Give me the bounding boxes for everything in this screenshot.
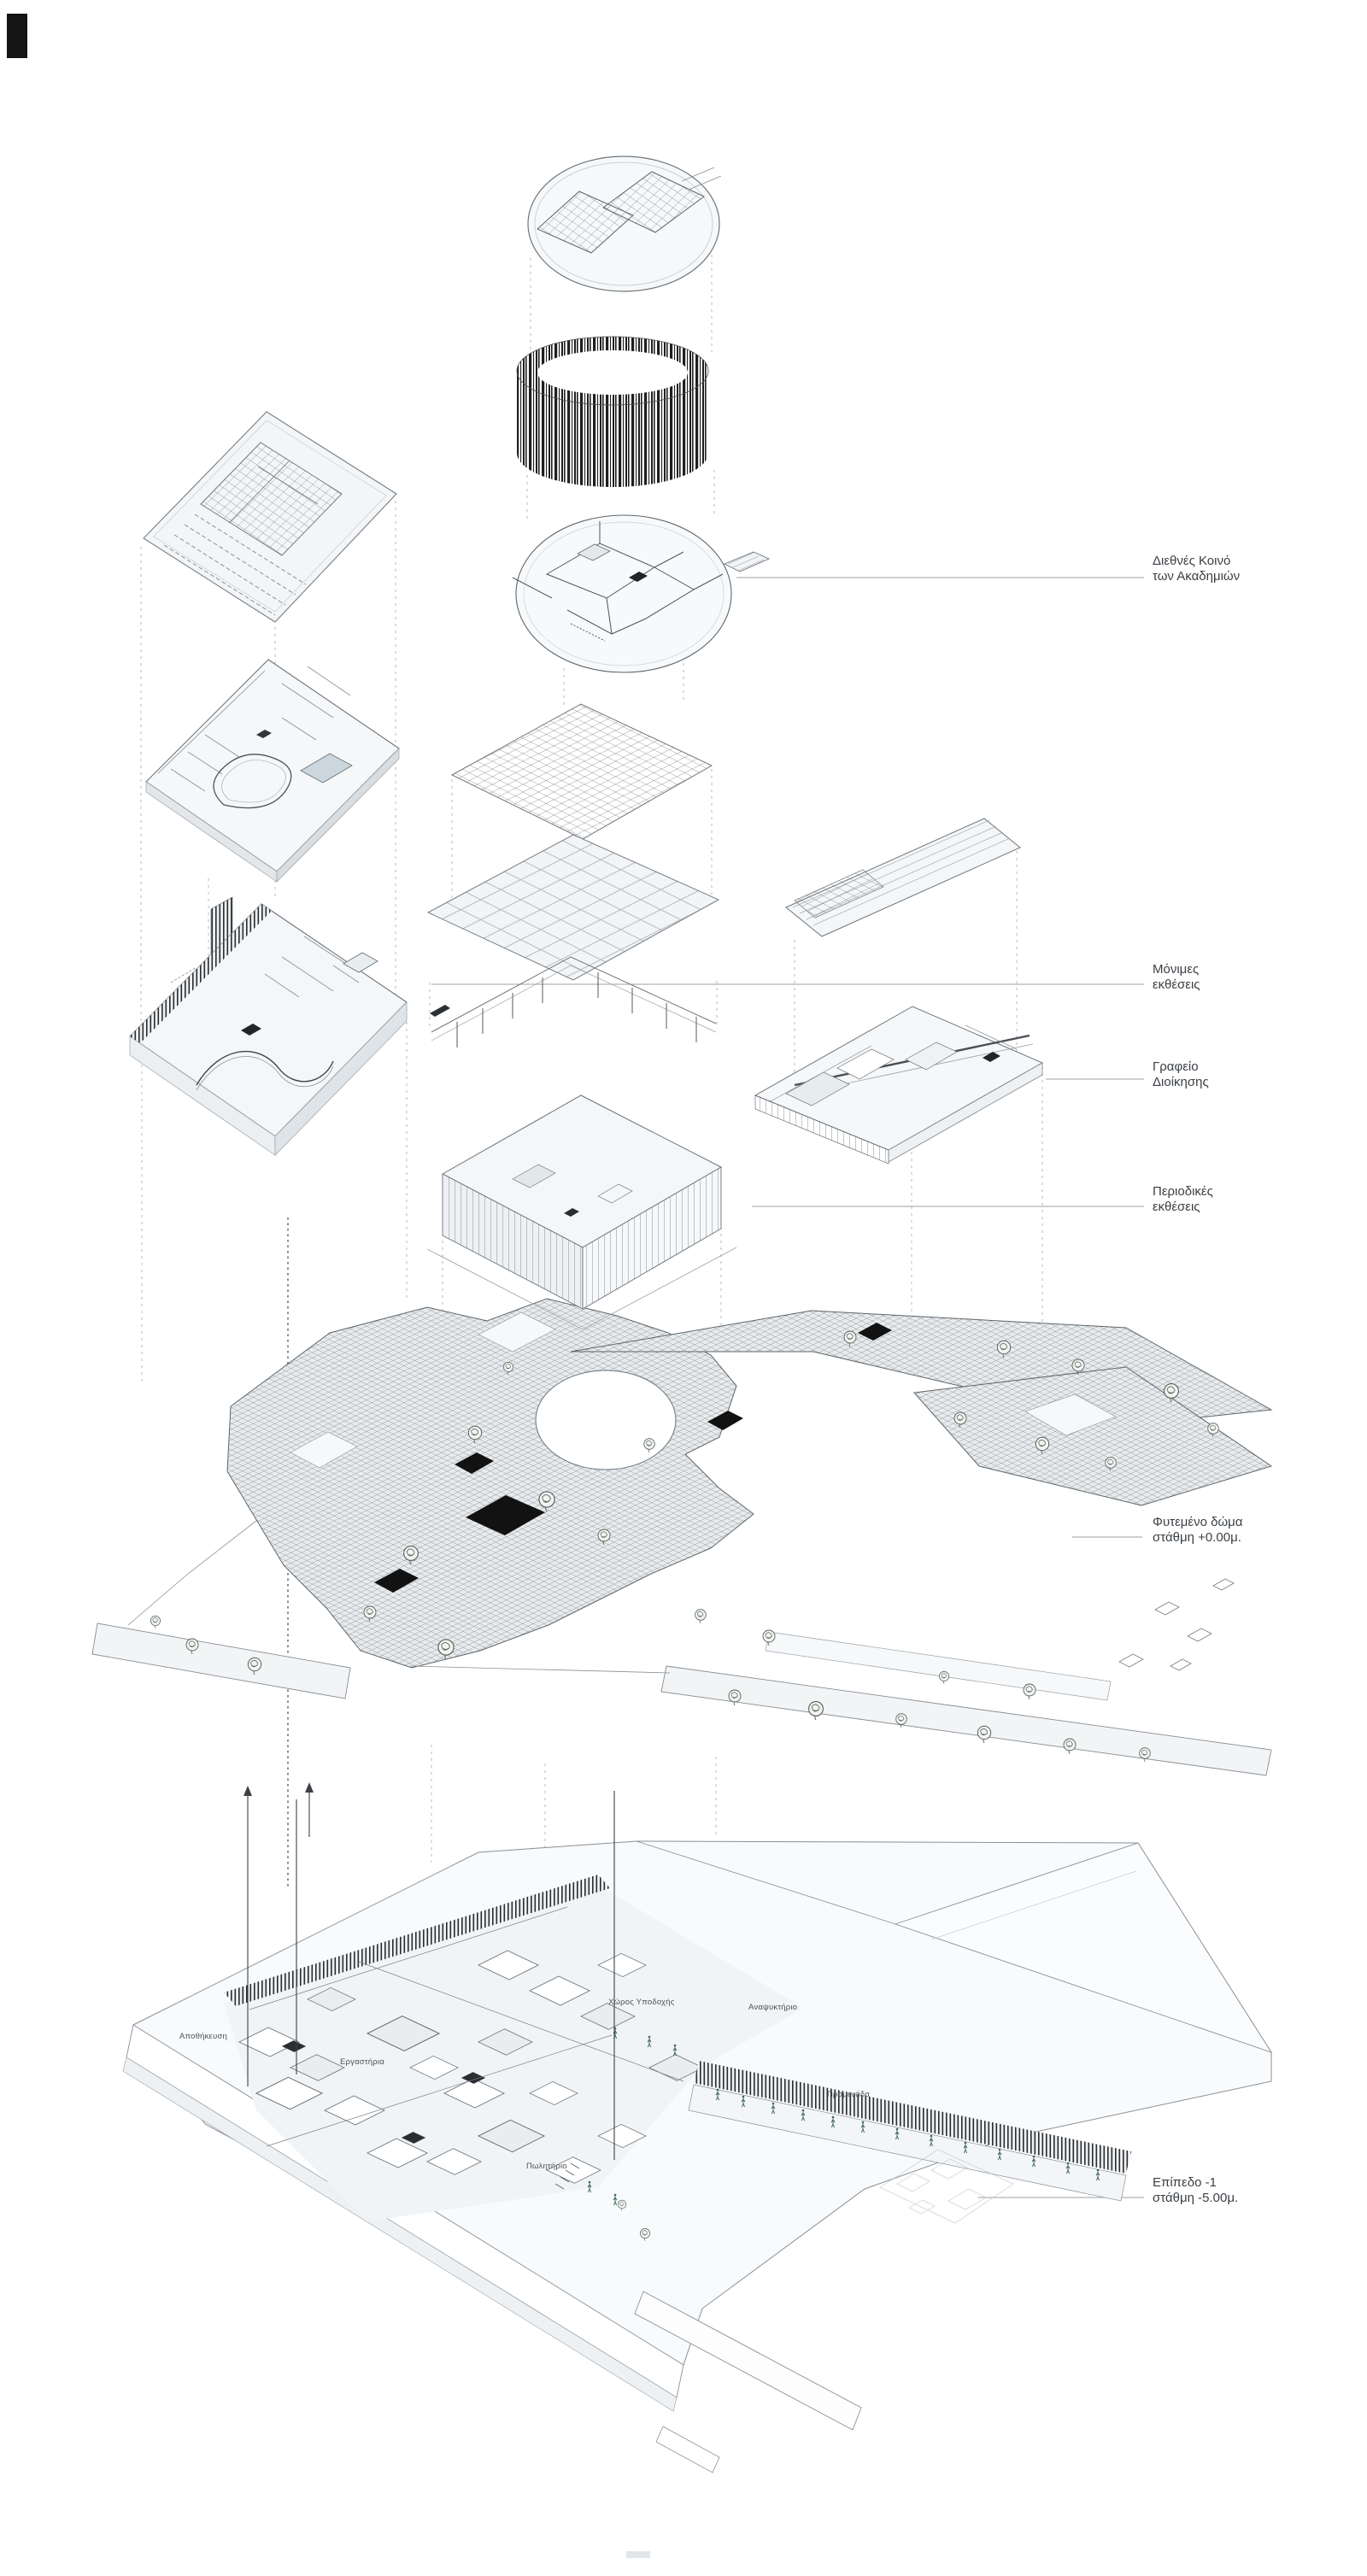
disc-skylight-2 — [602, 171, 705, 233]
ground-main-mass — [226, 1298, 754, 1669]
drum-opening — [537, 350, 688, 395]
pavilion-columns — [456, 972, 697, 1047]
promenade-wall-louver — [694, 2061, 1131, 2174]
left-level-2 — [145, 659, 400, 883]
linear-roof — [785, 818, 1021, 937]
circular-plan-level — [512, 514, 771, 673]
basement-stairs — [554, 2162, 580, 2190]
planted-roof-level — [91, 1298, 1273, 1776]
up-arrow-2 — [305, 1782, 314, 1793]
admin-building — [754, 1006, 1044, 1165]
callout-planted-roof: Φυτεμένο δώμα στάθμη +0.00μ. — [1153, 1515, 1243, 1546]
ghost-plan — [878, 2149, 1015, 2224]
plan-label-workshops: Εργαστήρια — [340, 2057, 384, 2067]
callout-admin-line1: Γραφείο — [1153, 1059, 1199, 1074]
surface-triangle-fold — [930, 1870, 1137, 1940]
callout-periodic-line2: εκθέσεις — [1153, 1200, 1200, 1215]
walkway-link-left — [127, 1520, 257, 1626]
level3-ramp — [196, 1050, 334, 1086]
retaining-wall-band — [224, 1875, 610, 2006]
callout-academies-line2: των Ακαδημιών — [1153, 569, 1241, 584]
up-arrow-1 — [243, 1786, 252, 1796]
callout-academies-line1: Διεθνές Κοινό — [1153, 554, 1231, 568]
circular-plan-stair-wing — [723, 551, 771, 572]
skylight-void-2 — [455, 1452, 494, 1474]
waffle-canopy — [450, 703, 713, 840]
plan-label-shop: Πωλητήριο — [526, 2162, 567, 2171]
surface-triangle — [894, 1842, 1273, 2053]
corner-mark — [7, 14, 27, 58]
barcode-drum-level — [516, 336, 709, 487]
walkway-link-right — [409, 1665, 671, 1674]
callout-admin-line2: Διοίκησης — [1153, 1075, 1209, 1090]
level2-pool — [300, 753, 353, 783]
surface-triangle-edge — [636, 1840, 896, 1925]
plan-label-promenade: Προμενάδα — [827, 2090, 871, 2099]
skylight-void-3 — [374, 1569, 419, 1593]
callout-permanent-exhibitions: Μόνιμες εκθέσεις — [1153, 962, 1200, 994]
plan-label-reception: Χώρος Υποδοχής — [608, 1998, 675, 2007]
skylight-void-5 — [858, 1323, 892, 1341]
callout-academies: Διεθνές Κοινό των Ακαδημιών — [1153, 554, 1240, 585]
admin-window-band — [754, 1094, 889, 1165]
roof-court-1 — [478, 1311, 556, 1353]
left-roof-skylight-grid — [200, 442, 343, 556]
site-furniture — [1118, 1578, 1235, 1671]
ramp-bar-small — [655, 2426, 720, 2473]
skylight-void-1 — [466, 1495, 545, 1535]
callout-periodic-exhibitions: Περιοδικές εκθέσεις — [1153, 1184, 1213, 1216]
level2-loop-wall — [213, 754, 292, 809]
basement-walls — [249, 1906, 684, 2147]
callout-permanent-line2: εκθέσεις — [1153, 977, 1200, 993]
drop-lines — [247, 1791, 615, 2160]
level-minus-1-drawing — [122, 1840, 1273, 2473]
callout-planted-roof-line2: στάθμη +0.00μ. — [1153, 1530, 1241, 1546]
roof-disc-level — [527, 155, 722, 292]
drum-void-hole — [535, 1370, 677, 1470]
plan-label-cafe: Αναψυκτήριο — [748, 2003, 798, 2012]
skylight-void-4 — [707, 1411, 743, 1430]
level3-plate — [129, 903, 408, 1137]
callout-planted-roof-line1: Φυτεμένο δώμα — [1153, 1515, 1243, 1529]
roof-court-2 — [290, 1431, 358, 1469]
callout-periodic-line1: Περιοδικές — [1153, 1184, 1213, 1199]
ground-wing-right — [912, 1366, 1273, 1506]
pavilion-level — [426, 956, 737, 1330]
callout-level-minus-1: Επίπεδο -1 στάθμη -5.00μ. — [1153, 2175, 1238, 2207]
callout-level-minus-1-line2: στάθμη -5.00μ. — [1153, 2191, 1239, 2206]
level2-plate — [145, 659, 400, 872]
plan-label-storage: Αποθήκευση — [179, 2032, 227, 2041]
pavilion-base — [426, 1247, 737, 1330]
promenade-strip-left — [91, 1622, 351, 1699]
left-level-3 — [129, 896, 408, 1156]
admin-plate — [754, 1006, 1044, 1151]
level3-louver-wall — [130, 904, 272, 1043]
callout-permanent-line1: Μόνιμες — [1153, 962, 1200, 977]
circular-plan-slab — [515, 514, 732, 673]
promenade-strip-main — [660, 1665, 1272, 1776]
callout-admin-office: Γραφείο Διοίκησης — [1153, 1059, 1209, 1091]
ramp-bar — [634, 2291, 862, 2431]
wing-court — [1024, 1394, 1117, 1436]
callout-level-minus-1-line1: Επίπεδο -1 — [1153, 2175, 1217, 2190]
footer-mark — [626, 2551, 650, 2558]
promenade-walk — [688, 2084, 1127, 2202]
coffered-slab — [426, 834, 720, 981]
basement-floor — [224, 1885, 803, 2221]
left-roof-level — [143, 411, 397, 623]
leader-lines — [431, 577, 1144, 2198]
excavation-wall-face-2 — [122, 2057, 678, 2412]
promenade-strip-upper — [765, 1631, 1112, 1701]
